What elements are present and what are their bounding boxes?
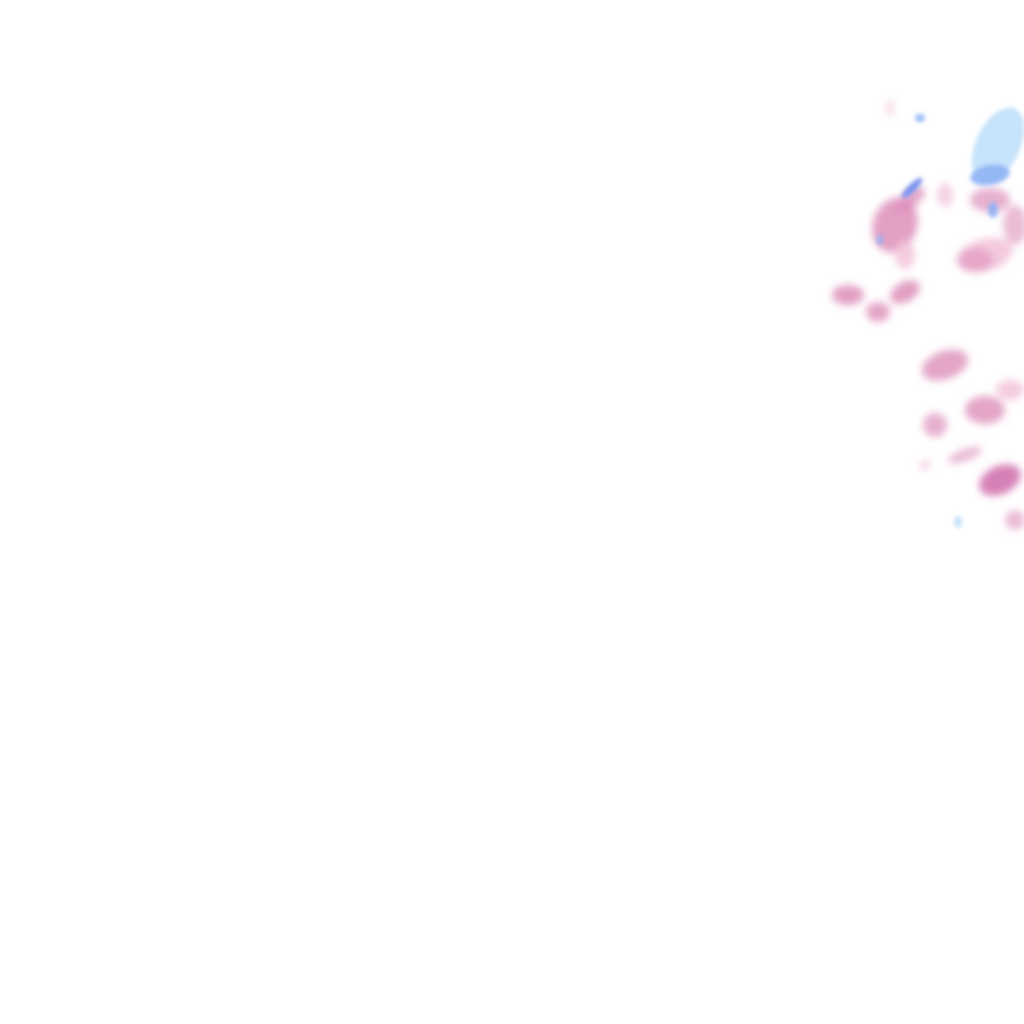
precipitation-echo <box>970 164 1010 186</box>
precipitation-echo <box>901 177 923 199</box>
snow-precipitation-areas <box>877 107 1024 528</box>
precipitation-echo <box>887 100 893 116</box>
precipitation-echo <box>988 202 998 218</box>
precipitation-echo <box>1005 510 1024 530</box>
precipitation-echo <box>979 464 1021 496</box>
precipitation-echo <box>877 235 883 245</box>
precipitation-echo <box>923 413 947 437</box>
precipitation-echo <box>970 188 1010 212</box>
precipitation-echo <box>921 349 969 381</box>
precipitation-echo <box>971 107 1024 183</box>
precipitation-echo <box>890 280 920 304</box>
precipitation-echo <box>1003 205 1024 245</box>
precipitation-echo <box>947 446 983 464</box>
precipitation-echo <box>954 516 962 528</box>
precipitation-echo <box>957 248 993 272</box>
precipitation-echo <box>965 396 1005 424</box>
mixed-precipitation-areas <box>832 100 1024 530</box>
precipitation-echo <box>920 460 930 470</box>
precipitation-echo <box>895 241 915 269</box>
precipitation-echo <box>915 114 925 122</box>
precipitation-echo <box>937 183 953 207</box>
precipitation-echo <box>866 302 890 322</box>
precipitation-echo <box>895 186 925 214</box>
precipitation-echo <box>996 380 1024 400</box>
precipitation-echo <box>832 285 864 305</box>
